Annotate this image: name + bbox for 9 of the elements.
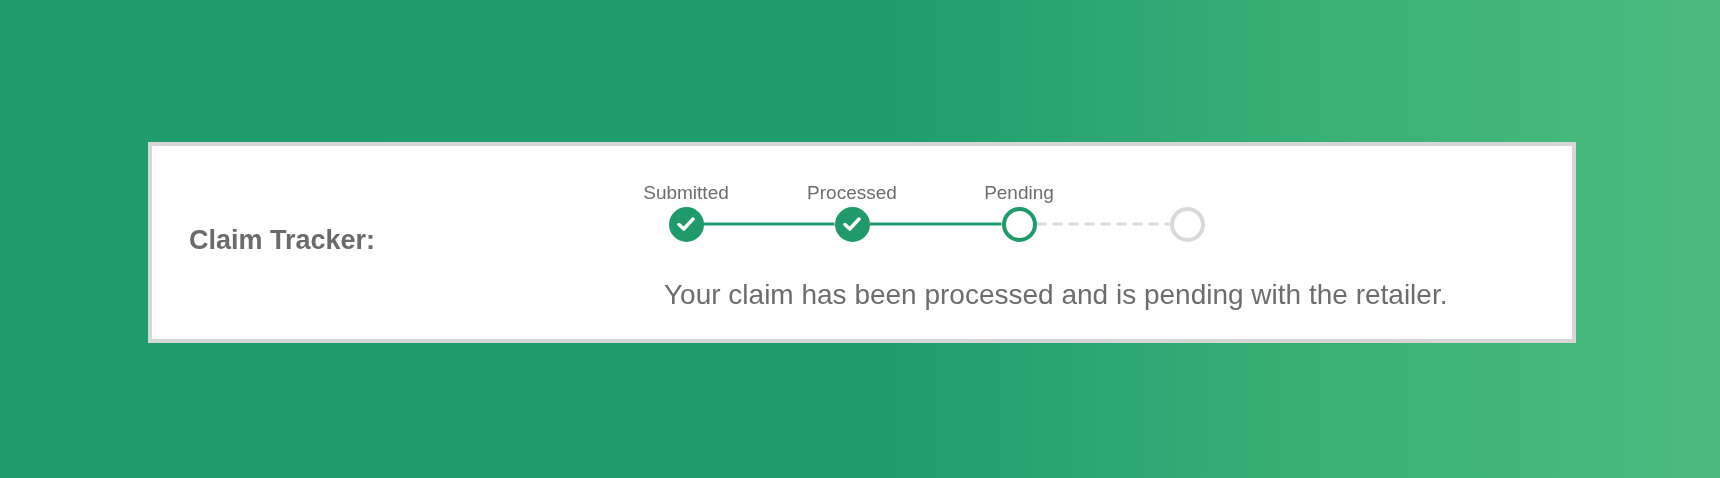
connector-line <box>869 222 1002 226</box>
step-circle <box>1169 206 1205 242</box>
step-label: Submitted <box>643 181 729 204</box>
tracker-heading: Claim Tracker: <box>189 224 376 256</box>
status-message: Your claim has been processed and is pending with the retailer. <box>664 278 1448 311</box>
step-label: Pending <box>984 181 1054 204</box>
dashed-connector-line <box>1036 222 1170 226</box>
connector-line <box>703 222 835 226</box>
step-label: Processed <box>807 181 897 204</box>
